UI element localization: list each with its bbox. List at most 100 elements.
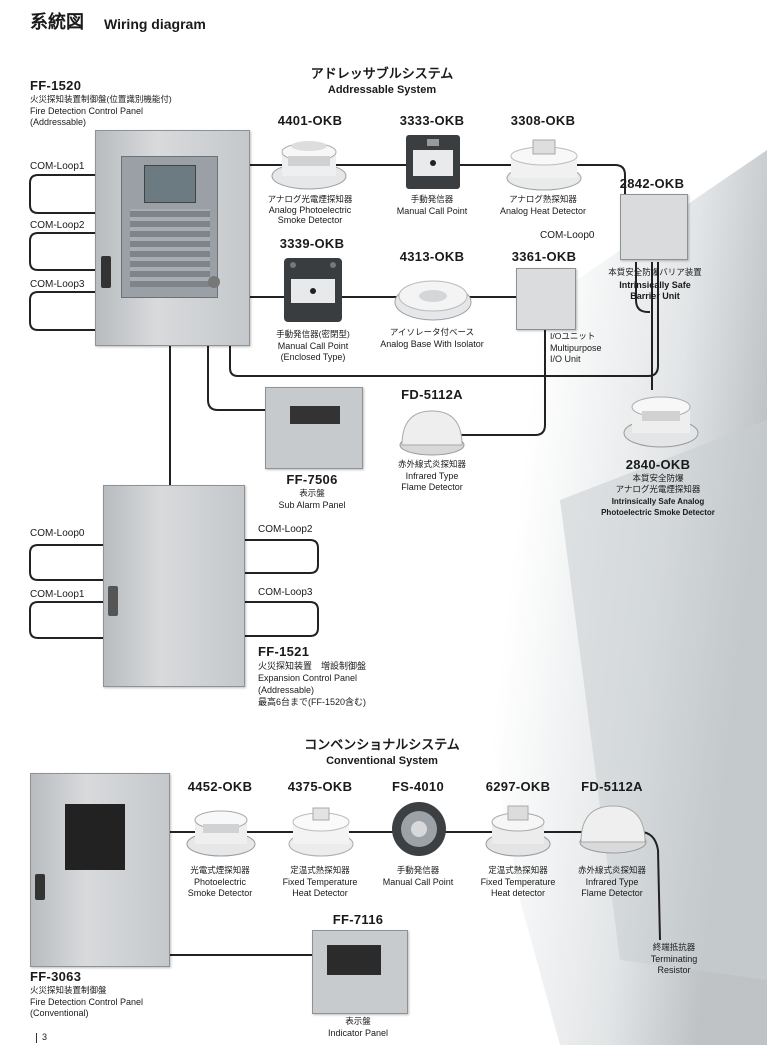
device-en2: Barrier Unit	[630, 291, 680, 301]
sub-alarm-panel-icon	[265, 387, 363, 469]
device-jp: 定温式熱探知器	[290, 865, 350, 875]
indicator-panel-icon	[312, 930, 408, 1014]
device-jp: アイソレータ付ベース	[389, 327, 475, 337]
sub-alarm-en: Sub Alarm Panel	[278, 500, 346, 510]
ff1520-jp: 火災探知装置制御盤(位置識別機能付)	[30, 94, 172, 104]
device-jp: 定温式熱探知器	[488, 865, 548, 875]
device-jp: アナログ光電煙探知器	[267, 194, 353, 204]
device-jp: 赤外線式炎探知器	[397, 459, 467, 469]
device-code: 2840-OKB	[625, 457, 691, 472]
speaker-icon	[208, 276, 220, 288]
io-unit-icon	[516, 268, 576, 330]
is-smoke-detector-icon	[623, 396, 699, 448]
terminator-en2: Resistor	[657, 965, 691, 975]
device-en2: Smoke Detector	[187, 888, 253, 898]
ff1520-panel	[95, 130, 250, 346]
ff3063-control-area	[65, 804, 125, 870]
page-title-en: Wiring diagram	[104, 16, 206, 32]
manual-call-point-icon	[406, 135, 460, 189]
ff1521-jp: 火災探知装置 増設制御盤	[258, 661, 367, 671]
device-en2: Photoelectric Smoke Detector	[601, 508, 715, 517]
device-code: 4313-OKB	[399, 249, 465, 264]
ff1521-note: 最高6台まで(FF-1520含む)	[258, 697, 367, 707]
ff3063-en1: Fire Detection Control Panel	[30, 997, 144, 1007]
addressable-header-en: Addressable System	[327, 84, 437, 96]
device-code: 3339-OKB	[279, 236, 345, 251]
door-lock	[35, 874, 45, 900]
device-code: 4401-OKB	[277, 113, 343, 128]
loop-label: COM-Loop1	[30, 161, 85, 172]
device-en1: Multipurpose	[550, 343, 602, 353]
ff3063-panel	[30, 773, 170, 967]
device-en1: Manual Call Point	[396, 206, 468, 216]
device-jp: アナログ熱探知器	[509, 194, 577, 204]
device-en1: Manual Call Point	[277, 341, 349, 351]
loop-label: COM-Loop1	[30, 589, 85, 600]
loop0-label: COM-Loop0	[540, 230, 595, 241]
flame-detector-icon	[399, 410, 465, 456]
indicator-code: FF-7116	[332, 912, 384, 927]
terminator-jp: 終端抵抗器	[652, 942, 696, 952]
sub-alarm-jp: 表示盤	[299, 488, 325, 498]
loop-label: COM-Loop3	[30, 279, 85, 290]
device-code: 3333-OKB	[399, 113, 465, 128]
device-en1: Analog Base With Isolator	[380, 339, 484, 349]
indicator-jp: 表示盤	[345, 1016, 371, 1026]
ff3063-en2: (Conventional)	[30, 1008, 89, 1018]
enclosed-call-point-icon	[284, 258, 342, 322]
device-en1: Analog Heat Detector	[499, 206, 587, 216]
device-jp: 赤外線式炎探知器	[577, 865, 647, 875]
ff1521-code: FF-1521	[258, 644, 310, 659]
device-jp: 光電式煙探知器	[190, 865, 250, 875]
page-number: 3	[42, 1032, 48, 1042]
door-lock	[101, 256, 111, 288]
device-en2: Flame Detector	[581, 888, 643, 898]
device-en1: Intrinsically Safe	[619, 280, 691, 290]
isolator-base-icon	[394, 280, 472, 321]
ff1520-display-area	[121, 156, 218, 298]
sub-alarm-display	[290, 406, 340, 424]
device-code: 3308-OKB	[510, 113, 576, 128]
device-en1: Intrinsically Safe Analog	[611, 497, 705, 506]
device-jp: 手動発信器(密閉型)	[276, 329, 350, 339]
device-en1: Fixed Temperature	[282, 877, 358, 887]
ff1520-en1: Fire Detection Control Panel	[30, 106, 144, 116]
device-en1: Infrared Type	[405, 471, 459, 481]
loop-label: COM-Loop2	[30, 220, 85, 231]
conventional-header-en: Conventional System	[326, 755, 438, 767]
device-en1: Fixed Temperature	[480, 877, 556, 887]
door-lock	[108, 586, 118, 616]
heat-detector-icon	[288, 807, 354, 857]
heat-detector-icon	[485, 805, 551, 857]
device-jp2: アナログ光電煙探知器	[615, 484, 701, 494]
device-code: FS-4010	[392, 779, 444, 794]
device-en2: (Enclosed Type)	[280, 352, 346, 362]
sub-alarm-code: FF-7506	[286, 472, 338, 487]
device-code: 2842-OKB	[619, 176, 685, 191]
device-en1: Infrared Type	[585, 877, 639, 887]
smoke-detector-icon	[271, 141, 347, 190]
device-code: 6297-OKB	[485, 779, 551, 794]
device-jp: 本質安全防爆バリア装置	[608, 267, 702, 277]
device-jp: I/Oユニット	[550, 331, 596, 341]
ff3063-code: FF-3063	[30, 969, 82, 984]
heat-detector-icon	[506, 139, 582, 191]
ff1520-code: FF-1520	[30, 78, 82, 93]
device-en2: I/O Unit	[550, 354, 581, 364]
device-en2: Heat Detector	[292, 888, 348, 898]
device-code: 3361-OKB	[511, 249, 577, 264]
conventional-header-jp: コンベンショナルシステム	[304, 737, 460, 752]
ff3063-jp: 火災探知装置制御盤	[30, 985, 107, 995]
loop-label: COM-Loop3	[258, 587, 313, 598]
device-jp1: 本質安全防爆	[632, 473, 684, 483]
page-number-rule	[36, 1033, 37, 1043]
terminator-en1: Terminating	[650, 954, 698, 964]
smoke-detector-icon	[186, 810, 256, 857]
indicator-display	[327, 945, 381, 975]
device-code: FD-5112A	[401, 387, 463, 402]
device-en2: Heat detector	[490, 888, 546, 898]
device-jp: 手動発信器	[396, 865, 440, 875]
ff1521-panel	[103, 485, 245, 687]
device-en1: Manual Call Point	[382, 877, 454, 887]
loop-label: COM-Loop0	[30, 528, 85, 539]
